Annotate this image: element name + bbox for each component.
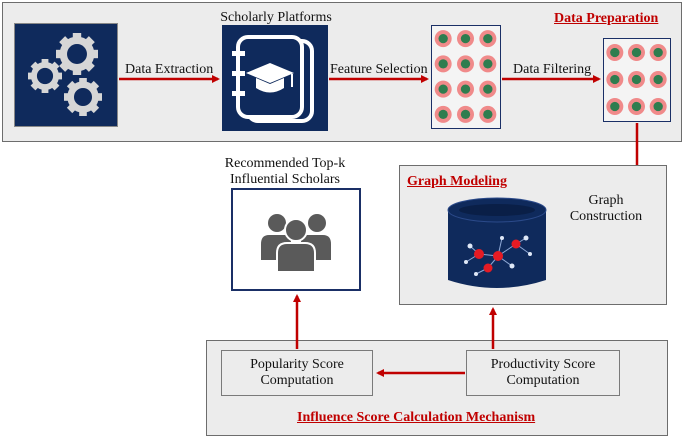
filtered-dot xyxy=(649,44,667,61)
scholarly-platforms-box xyxy=(222,25,328,131)
feature-matrix-box xyxy=(431,25,501,129)
feature-dot xyxy=(434,105,452,123)
filtered-dot xyxy=(628,71,645,88)
people-group-icon xyxy=(261,214,331,273)
feature-dot xyxy=(479,55,497,73)
feature-dot xyxy=(434,30,452,48)
filtered-matrix-box xyxy=(603,38,671,122)
feature-dot xyxy=(457,105,474,123)
recommended-label-2: Influential Scholars xyxy=(229,172,341,187)
graph-modeling-title: Graph Modeling xyxy=(407,174,507,189)
filtered-dot xyxy=(628,44,645,61)
filtered-dot xyxy=(606,98,624,115)
filtered-dot xyxy=(649,98,667,115)
productivity-score-label-1: Productivity Score xyxy=(490,357,596,372)
productivity-score-box: Productivity Score Computation xyxy=(466,350,620,396)
filtered-dot xyxy=(606,44,624,61)
graph-database xyxy=(446,196,548,296)
popularity-score-label-2: Computation xyxy=(260,373,334,388)
data-extraction-label: Data Extraction xyxy=(125,62,214,77)
scholarly-platforms-title: Scholarly Platforms xyxy=(220,10,332,25)
influence-score-title: Influence Score Calculation Mechanism xyxy=(297,410,536,425)
feature-dot xyxy=(479,30,497,48)
dot-matrix-icon xyxy=(434,30,497,123)
data-preparation-title: Data Preparation xyxy=(554,11,659,26)
graph-construction-label-1: Graph xyxy=(588,193,624,208)
productivity-score-label-2: Computation xyxy=(506,373,580,388)
feature-dot xyxy=(457,30,474,48)
filtered-dot-matrix-icon xyxy=(606,44,667,115)
feature-dot xyxy=(479,80,497,98)
filtered-dot xyxy=(606,71,624,88)
gears-box xyxy=(14,23,118,127)
feature-dot xyxy=(457,80,474,98)
graph-construction-label-2: Construction xyxy=(569,209,643,224)
graph-database-icon xyxy=(447,197,547,288)
data-filtering-label: Data Filtering xyxy=(513,62,592,77)
feature-selection-label: Feature Selection xyxy=(330,62,428,77)
feature-dot xyxy=(434,80,452,98)
recommended-label-1: Recommended Top-k xyxy=(224,156,346,171)
feature-dot xyxy=(434,55,452,73)
feature-dot xyxy=(479,105,497,123)
filtered-dot xyxy=(628,98,645,115)
graduation-book-icon xyxy=(232,35,314,123)
popularity-score-box: Popularity Score Computation xyxy=(221,350,373,396)
filtered-dot xyxy=(649,71,667,88)
popularity-score-label-1: Popularity Score xyxy=(250,357,344,372)
recommended-scholars-box xyxy=(231,188,361,291)
feature-dot xyxy=(457,55,474,73)
